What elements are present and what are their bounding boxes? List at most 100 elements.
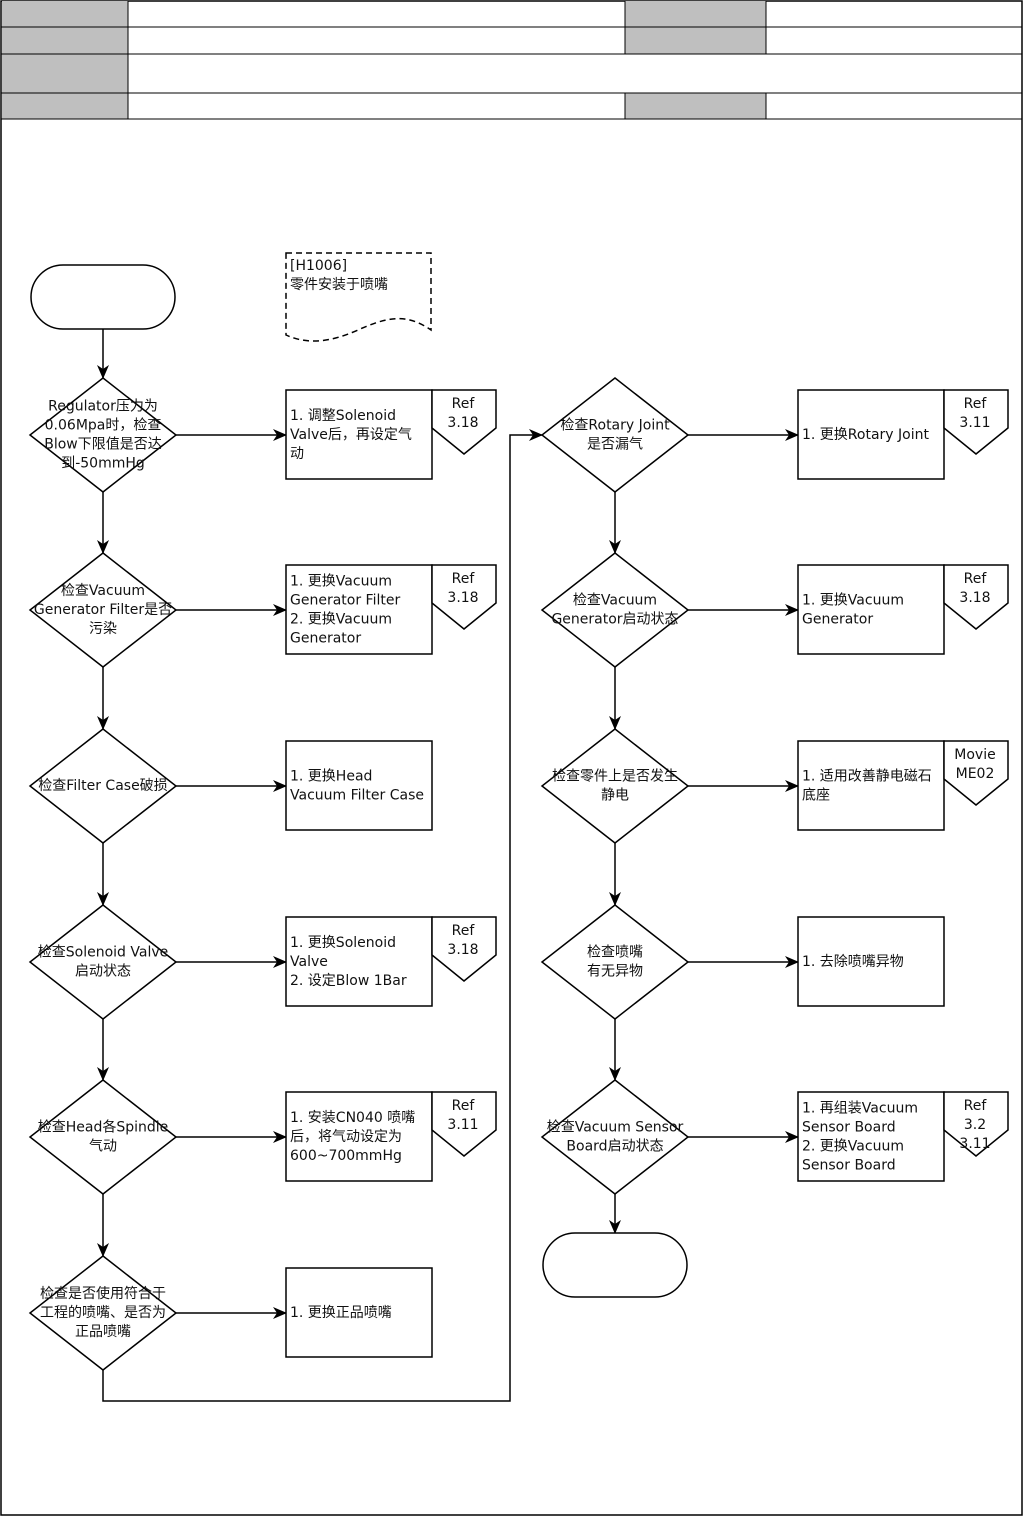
- action-text: 1. 再组装Vacuum: [802, 1101, 918, 1117]
- header-label-cell: [2, 93, 128, 119]
- decision-text: 工程的喷嘴、是否为: [40, 1305, 166, 1321]
- reference-connector: [431, 389, 497, 455]
- cross-column-connector: [102, 429, 543, 1402]
- reference-text: Ref: [452, 571, 476, 587]
- reference-text: Ref: [452, 396, 476, 412]
- decision-diamond: [540, 552, 690, 668]
- decision-diamond: [28, 1079, 178, 1195]
- decision-diamond: [28, 1255, 178, 1371]
- action-text: 2. 更换Vacuum: [802, 1138, 904, 1155]
- action-box: [285, 916, 433, 1007]
- header-label-cell: [2, 1, 128, 27]
- decision-text: 检查是否使用符合于: [40, 1285, 166, 1302]
- action-text: 1. 调整Solenoid: [290, 408, 396, 424]
- header-label-cell: [625, 27, 766, 54]
- action-text: 1. 更换Solenoid: [290, 934, 396, 951]
- reference-text: Ref: [964, 571, 988, 587]
- decision-text: 静电: [601, 788, 629, 804]
- decision-text: 污染: [89, 621, 117, 637]
- decision-diamond: [540, 377, 690, 493]
- action-box: [797, 389, 945, 480]
- action-text: 底座: [802, 788, 830, 804]
- decision-text: 到-50mmHg: [61, 456, 145, 472]
- reference-connector: [431, 564, 497, 630]
- reference-text: 3.11: [959, 415, 990, 431]
- decision-text: 检查喷嘴: [587, 945, 643, 961]
- decision-text: 启动状态: [75, 964, 131, 980]
- reference-text: Ref: [452, 923, 476, 939]
- action-text: 1. 适用改善静电磁石: [802, 769, 932, 785]
- header-label-cell: [2, 27, 128, 54]
- reference-connector: [431, 1091, 497, 1157]
- decision-text: Generator启动状态: [551, 612, 678, 628]
- decision-diamond: [28, 728, 178, 844]
- decision-diamond: [28, 552, 178, 668]
- decision-diamond: [540, 728, 690, 844]
- action-text: 2. 设定Blow 1Bar: [290, 973, 407, 989]
- header-label-cell: [625, 93, 766, 119]
- end-terminal: [542, 1232, 688, 1298]
- action-text: Vacuum Filter Case: [290, 788, 424, 804]
- decision-text: Blow下限值是否达: [44, 437, 162, 453]
- decision-text: 检查Vacuum: [573, 593, 657, 609]
- reference-text: 3.18: [959, 590, 990, 606]
- reference-connector: [943, 1091, 1009, 1157]
- action-text: 1. 安装CN040 喷嘴: [290, 1110, 415, 1126]
- decision-text: Generator Filter是否: [34, 602, 172, 618]
- note-shape: [285, 252, 432, 342]
- action-text: 后，将气动设定为: [290, 1129, 402, 1145]
- decision-text: 检查Rotary Joint: [560, 418, 670, 434]
- decision-text: 气动: [89, 1139, 117, 1155]
- reference-text: Ref: [452, 1098, 476, 1114]
- decision-text: 检查Vacuum Sensor: [547, 1120, 684, 1136]
- reference-text: Ref: [964, 396, 988, 412]
- decision-diamond: [28, 904, 178, 1020]
- decision-text: 有无异物: [587, 964, 643, 980]
- action-box: [797, 1091, 945, 1182]
- note-text: 零件安装于喷嘴: [290, 277, 388, 293]
- note-text: [H1006]: [290, 258, 347, 274]
- action-text: 1. 更换正品喷嘴: [290, 1304, 392, 1321]
- decision-text: Regulator压力为: [48, 399, 158, 415]
- decision-text: 检查Vacuum: [61, 583, 145, 599]
- action-text: 2. 更换Vacuum: [290, 611, 392, 628]
- action-text: 600~700mmHg: [290, 1148, 402, 1164]
- decision-text: 正品喷嘴: [75, 1324, 131, 1340]
- reference-text: 3.2: [964, 1117, 986, 1133]
- action-box: [285, 1267, 433, 1358]
- reference-text: ME02: [956, 766, 995, 782]
- decision-text: 0.06Mpa时，检查: [45, 418, 162, 434]
- action-text: Generator: [802, 612, 873, 628]
- decision-text: 是否漏气: [587, 437, 643, 453]
- reference-connector: [943, 740, 1009, 806]
- action-text: 1. 更换Rotary Joint: [802, 426, 929, 443]
- decision-diamond: [540, 904, 690, 1020]
- reference-connector: [943, 389, 1009, 455]
- decision-text: 检查零件上是否发生: [552, 769, 678, 785]
- action-box: [797, 916, 945, 1007]
- action-text: 1. 去除喷嘴异物: [802, 954, 904, 970]
- action-text: Generator: [290, 631, 361, 647]
- action-text: 1. 更换Vacuum: [802, 592, 904, 609]
- header-label-cell: [625, 1, 766, 27]
- action-box: [285, 1091, 433, 1182]
- decision-text: 检查Solenoid Valve: [38, 945, 168, 961]
- connector-lines: [97, 329, 799, 1402]
- decision-diamond: [540, 1079, 690, 1195]
- header-label-cell: [2, 54, 128, 93]
- reference-connector: [431, 916, 497, 982]
- reference-text: 3.18: [447, 942, 478, 958]
- decision-text: Board启动状态: [566, 1139, 663, 1155]
- reference-text: 3.11: [959, 1136, 990, 1152]
- action-box: [797, 564, 945, 655]
- action-text: 动: [290, 446, 304, 462]
- action-text: 1. 更换Vacuum: [290, 573, 392, 590]
- reference-text: Movie: [954, 747, 995, 763]
- reference-connector: [943, 564, 1009, 630]
- reference-text: 3.18: [447, 415, 478, 431]
- action-box: [285, 564, 433, 655]
